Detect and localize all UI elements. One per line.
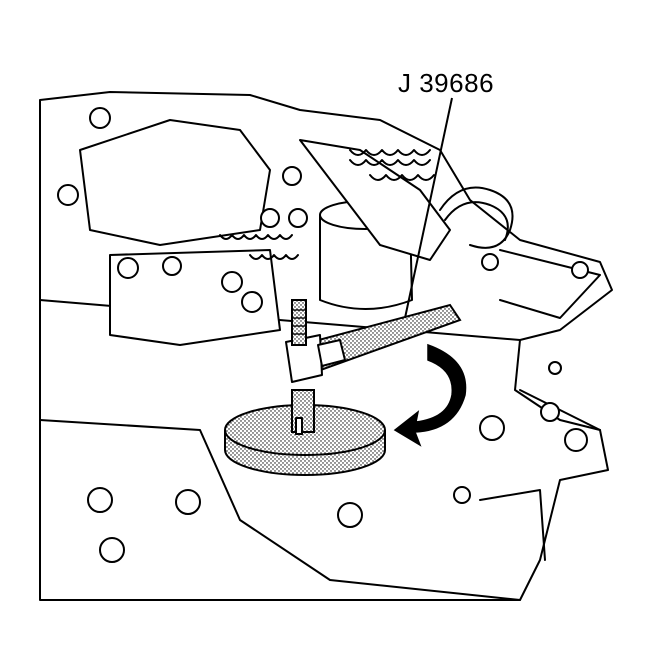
tool-callout-label: J 39686 — [398, 68, 495, 98]
callout-leader-line — [404, 97, 453, 319]
wiring-harness — [439, 186, 514, 249]
curved-arrow-icon — [393, 343, 467, 447]
valve-springs — [219, 149, 435, 260]
tool-j39686 — [285, 299, 462, 383]
accumulator-disc — [224, 389, 386, 476]
bolts — [57, 107, 589, 563]
